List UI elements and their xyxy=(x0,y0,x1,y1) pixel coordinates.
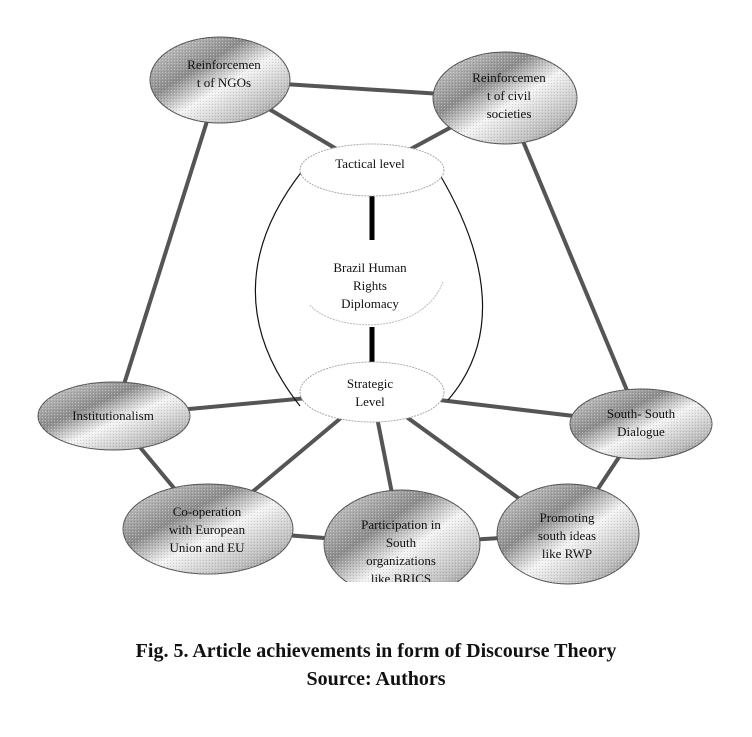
figure-caption: Fig. 5. Article achievements in form of … xyxy=(135,640,617,662)
node-tactical-level: Tactical level xyxy=(299,143,445,197)
left-enclosing-curve xyxy=(254,169,304,407)
node-label: Tactical level xyxy=(335,156,405,171)
bottom-clip-mask xyxy=(300,582,500,612)
edge-civil-south_south xyxy=(503,97,643,425)
node-institutionalism: Institutionalism xyxy=(37,381,191,451)
right-enclosing-curve xyxy=(439,174,484,401)
node-label: Institutionalism xyxy=(72,408,154,423)
edge-ngos-institutionalism xyxy=(112,79,222,417)
figure-source: Source: Authors xyxy=(306,668,446,690)
